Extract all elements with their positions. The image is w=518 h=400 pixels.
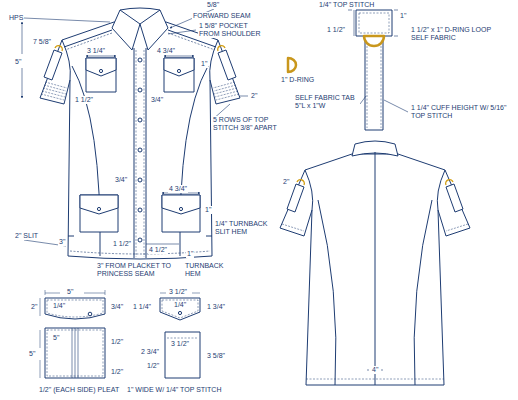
- dimension-label: 1/2": [146, 362, 160, 370]
- dimension-label: 1/2": [110, 338, 124, 346]
- dimension-label: 3 5/8": [206, 352, 226, 360]
- dimension-label: 1 3/4": [206, 303, 226, 311]
- dimension-label: 1": [204, 206, 212, 214]
- dimension-label: 4 3/4": [156, 47, 176, 55]
- dimension-label: 2 3/4": [140, 348, 160, 356]
- dimension-label: 1 1/2": [326, 26, 346, 34]
- dimension-label: 2": [282, 178, 290, 186]
- dimension-label: 1 5/8" POCKET FROM SHOULDER: [198, 22, 262, 38]
- dimension-label: 1": [186, 250, 194, 258]
- pocket-details: [40, 290, 200, 378]
- dimension-label: 1/2": [110, 368, 124, 376]
- dimension-label: 7 5/8": [32, 38, 52, 46]
- dimension-label: 3": [58, 238, 66, 246]
- dimension-label: 5": [66, 288, 74, 296]
- dimension-label: 1 1/2": [112, 240, 132, 248]
- dimension-label: 3/4": [150, 96, 164, 104]
- dimension-label: 5 ROWS OF TOP STITCH 3/8" APART: [212, 116, 280, 132]
- dimension-label: 3/4": [114, 176, 128, 184]
- loop-and-tab-detail: [288, 10, 408, 130]
- dimension-label: 3 1/4": [86, 47, 106, 55]
- dimension-label: 3" FROM PLACKET TO PRINCESS SEAM: [96, 262, 178, 278]
- dimension-label: 5": [28, 350, 36, 358]
- dimension-label: 1 1/4" CUFF HEIGHT W/ 5/16" TOP STITCH: [410, 104, 510, 120]
- dimension-label: TURNBACK HEM: [184, 262, 226, 278]
- dimension-label: 1/2" (EACH SIDE) PLEAT: [38, 386, 120, 394]
- dimension-label: 4": [371, 366, 379, 374]
- dimension-label: HPS: [8, 14, 24, 22]
- dimension-label: 5": [14, 58, 22, 66]
- dimension-label: SELF FABRIC TAB 5"L x 1"W: [294, 94, 360, 110]
- dimension-label: 1" WIDE W/ 1/4" TOP STITCH: [126, 386, 222, 394]
- front-view: [40, 8, 240, 259]
- dimension-label: 2" SLIT: [14, 232, 39, 240]
- dimension-label: 2": [30, 303, 38, 311]
- dimension-label: FORWARD SEAM: [192, 12, 252, 20]
- dimension-label: 3/4": [110, 303, 124, 311]
- dimension-label: 3 1/2": [168, 288, 188, 296]
- dimension-label: 1" D-RING: [280, 76, 315, 84]
- dimension-label: 1/4" TURNBACK SLIT HEM: [214, 220, 272, 236]
- dimension-label: 1 1/4": [132, 303, 152, 311]
- dimension-label: 1 1/2" x 1" D-RING LOOP SELF FABRIC: [410, 26, 504, 42]
- dimension-label: 5/8": [206, 1, 220, 9]
- dimension-label: 3 1/2": [170, 340, 190, 348]
- dimension-label: 1/4": [173, 301, 187, 309]
- dimension-label: 4 1/2": [148, 246, 168, 254]
- dimension-label: 1/4": [52, 302, 66, 310]
- dimension-label: 4 3/4": [168, 185, 188, 193]
- dimension-label: 1/4" TOP STITCH: [318, 1, 375, 9]
- dimension-label: 1": [200, 60, 208, 68]
- dimension-label: 1 1/2": [74, 96, 94, 104]
- dimension-label: 5": [52, 334, 60, 342]
- back-view: [280, 141, 470, 385]
- dimension-label: 2": [250, 92, 258, 100]
- dimension-label: 1": [399, 12, 407, 20]
